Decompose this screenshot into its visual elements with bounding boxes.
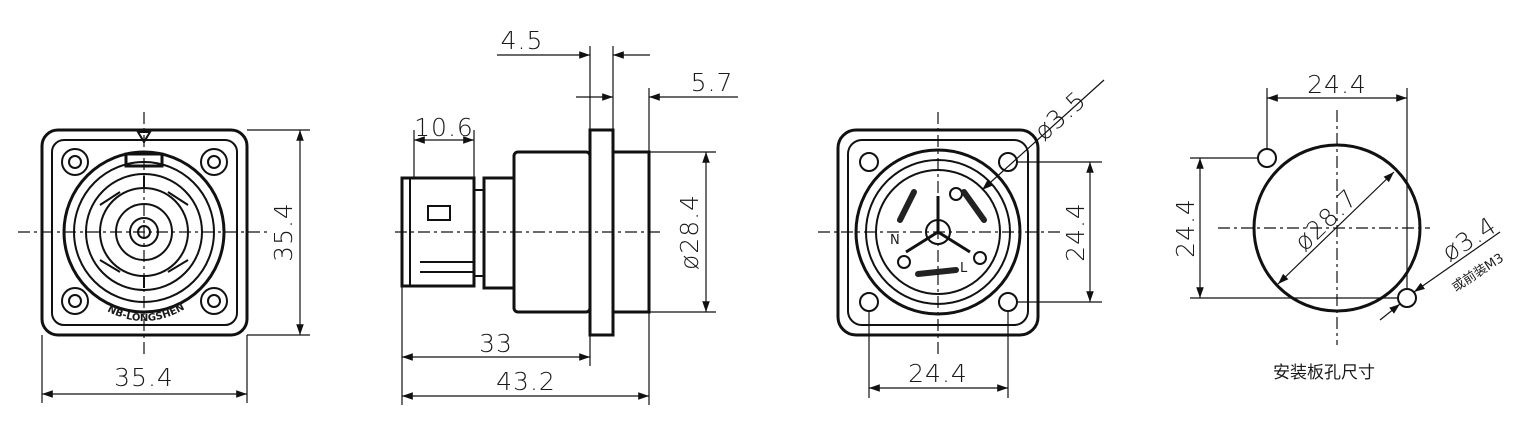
rear-hole-bl (859, 292, 879, 312)
side-dim-rear: 10.6 (414, 113, 474, 142)
rear-dim-width: 24.4 (908, 359, 968, 388)
side-dim-total: 43.2 (496, 367, 556, 396)
rear-dim-height: 24.4 (1061, 202, 1090, 262)
side-rear-terminal (400, 176, 476, 288)
rear-contact-n (897, 189, 917, 223)
front-contact-slots (99, 176, 189, 288)
cutout-hole-br (1397, 288, 1417, 308)
rear-hole-br (998, 292, 1018, 312)
rear-label-n: N (890, 233, 900, 248)
side-dim-body: 33 (479, 329, 513, 358)
panel-cutout-view: 24.4 24.4 ø28.7 ø3.4 或前装M3 安装板孔尺寸 (1171, 70, 1507, 383)
front-mount-hole-bl (61, 287, 89, 315)
side-dim-gap: 5.7 (691, 68, 734, 97)
rear-contact-e (961, 189, 987, 223)
side-dim-flange: 4.5 (501, 26, 544, 55)
front-mount-hole-br (200, 287, 228, 315)
cutout-dim-height: 24.4 (1171, 198, 1200, 258)
front-logo: NB-LONGSHENG (0, 0, 186, 324)
side-neck (482, 176, 516, 290)
front-view: NB-LONGSHENG 35.4 35.4 (0, 0, 310, 403)
rear-label-l: L (960, 261, 968, 276)
front-mount-hole-tl (61, 148, 89, 176)
front-arrow-mark (136, 131, 152, 144)
front-mount-hole-tr (200, 148, 228, 176)
cutout-dim-diameter: ø28.7 (1289, 183, 1364, 257)
front-dim-width: 35.4 (114, 363, 174, 392)
rear-dim-hole: ø3.5 (1029, 85, 1092, 146)
rear-hole-tr (998, 152, 1018, 172)
cutout-hole-tl (1257, 148, 1277, 168)
side-dim-diameter: ø28.4 (675, 194, 704, 270)
front-dim-height: 35.4 (269, 202, 298, 262)
cutout-dim-width: 24.4 (1307, 70, 1367, 99)
side-tab (427, 205, 451, 221)
side-view: 4.5 5.7 10.6 ø28.4 33 43.2 (395, 26, 738, 405)
cutout-caption: 安装板孔尺寸 (1273, 363, 1375, 383)
rear-hole-tl (859, 152, 879, 172)
rear-view: N L ø3.5 24.4 24.4 (818, 79, 1105, 398)
rear-contact-l (915, 267, 959, 277)
